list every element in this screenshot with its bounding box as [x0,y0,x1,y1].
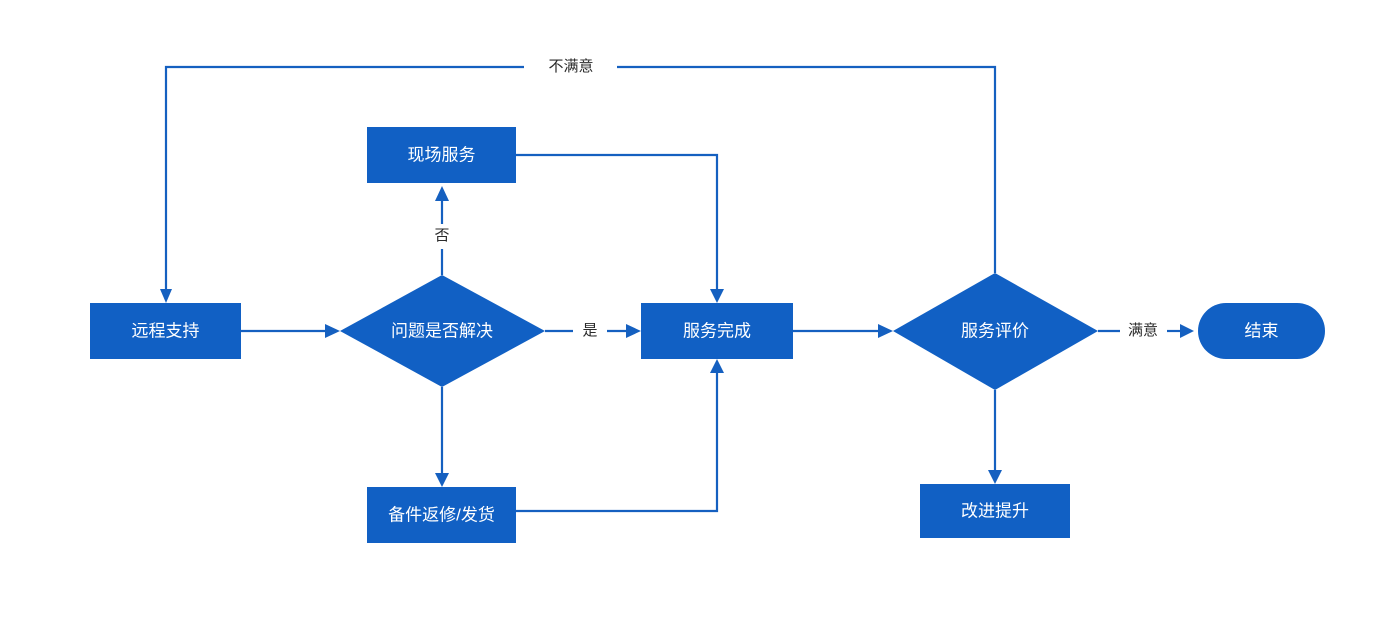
node-service-review[interactable]: 服务评价 [893,273,1098,390]
edge-onsite-service-to-service-done [516,153,724,303]
edge-review-unsatisfied-to-remote-support: 不满意 [160,57,997,303]
edge-path-unsat-right [617,65,997,273]
arrowhead-yes-to-done [626,324,641,338]
node-shape-problem-solved[interactable] [340,275,545,387]
edge-problem-solved-no-to-onsite-service: 否 [434,186,450,275]
node-improvement[interactable]: 改进提升 [920,484,1070,538]
arrowhead-parts-to-done [710,359,724,373]
node-shape-service-done[interactable] [641,303,793,359]
edge-label-no: 否 [434,227,449,244]
arrowhead-unsat-to-remote [160,289,172,303]
arrowhead-decision-to-parts [435,473,449,487]
node-shape-remote-support[interactable] [90,303,241,359]
edge-service-done-to-service-review [793,324,893,338]
node-label-remote-support: 远程支持 [132,321,200,340]
edge-service-review-to-improvement [988,390,1002,484]
node-remote-support[interactable]: 远程支持 [90,303,241,359]
node-end[interactable]: 结束 [1198,303,1325,359]
node-problem-solved[interactable]: 问题是否解决 [340,275,545,387]
arrowhead-satisfied-to-end [1180,324,1194,338]
arrowhead-onsite-to-done [710,289,724,303]
node-label-parts-repair: 备件返修/发货 [388,505,495,524]
edge-problem-solved-yes-to-service-done: 是 [545,322,641,339]
node-service-done[interactable]: 服务完成 [641,303,793,359]
edge-label-satisfied: 满意 [1128,321,1158,339]
node-label-service-done: 服务完成 [683,321,751,340]
node-shape-improvement[interactable] [920,484,1070,538]
edge-problem-solved-to-parts-repair [435,387,449,487]
arrowhead-done-to-review [878,324,893,338]
node-shape-end[interactable] [1198,303,1325,359]
node-shape-parts-repair[interactable] [367,487,516,543]
edge-path-unsat-left [164,65,524,292]
node-shape-onsite-service[interactable] [367,127,516,183]
node-label-end: 结束 [1245,321,1279,340]
edge-label-unsatisfied: 不满意 [548,57,593,75]
arrowhead-no-to-onsite [435,186,449,201]
node-label-onsite-service: 现场服务 [408,145,476,164]
node-shape-service-review[interactable] [893,273,1098,390]
node-parts-repair[interactable]: 备件返修/发货 [367,487,516,543]
edge-path-onsite-to-done [516,153,719,292]
edge-parts-repair-to-service-done [516,359,724,513]
edge-label-yes: 是 [582,322,597,339]
edge-remote-support-to-problem-solved [241,324,340,338]
edge-path-parts-to-done [516,371,719,513]
node-onsite-service[interactable]: 现场服务 [367,127,516,183]
arrowhead-review-to-improve [988,470,1002,484]
node-label-problem-solved: 问题是否解决 [391,321,493,340]
node-label-service-review: 服务评价 [961,321,1029,340]
edge-service-review-satisfied-to-end: 满意 [1098,321,1194,339]
arrowhead-remote-to-decision [325,324,340,338]
node-label-improvement: 改进提升 [961,501,1029,520]
